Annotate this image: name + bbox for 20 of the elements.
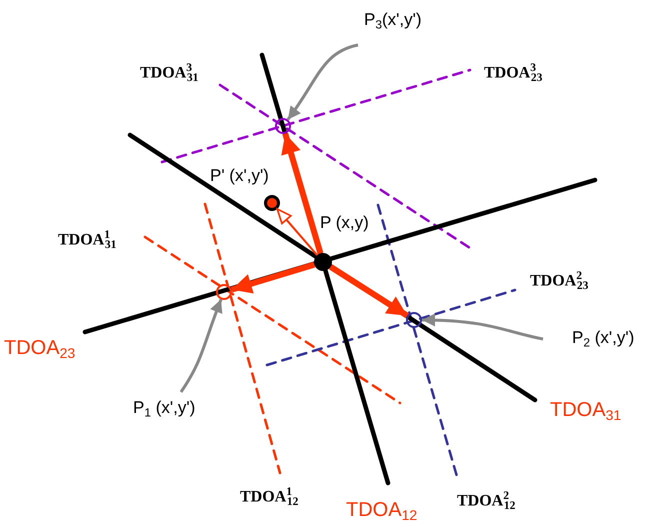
arrow [328,264,409,318]
intersection-ring [275,118,291,134]
leader-arrow [286,44,358,121]
arrow [281,132,324,254]
intersection-ring [406,312,422,328]
arrow [276,208,318,256]
point-label: P$_{2}$ (x',y') [572,328,634,350]
line-label: TDOA$_{12}$ [346,498,418,524]
point-dot [314,253,332,271]
point-label: P' (x',y') [210,166,269,186]
point-dot [264,195,280,211]
arrow [230,262,316,294]
leader-arrow [422,314,544,340]
line-label: TDOA$_{31}$ [550,398,622,424]
line-label: TDOA$_{23}$ [4,336,76,362]
intersection-ring [216,284,232,300]
leader-arrow [180,298,222,393]
point-label: P (x,y) [320,213,369,234]
point-label: P$_{1}$ (x',y') [133,398,196,420]
point-label: P$_{3}$(x',y') [364,10,422,32]
